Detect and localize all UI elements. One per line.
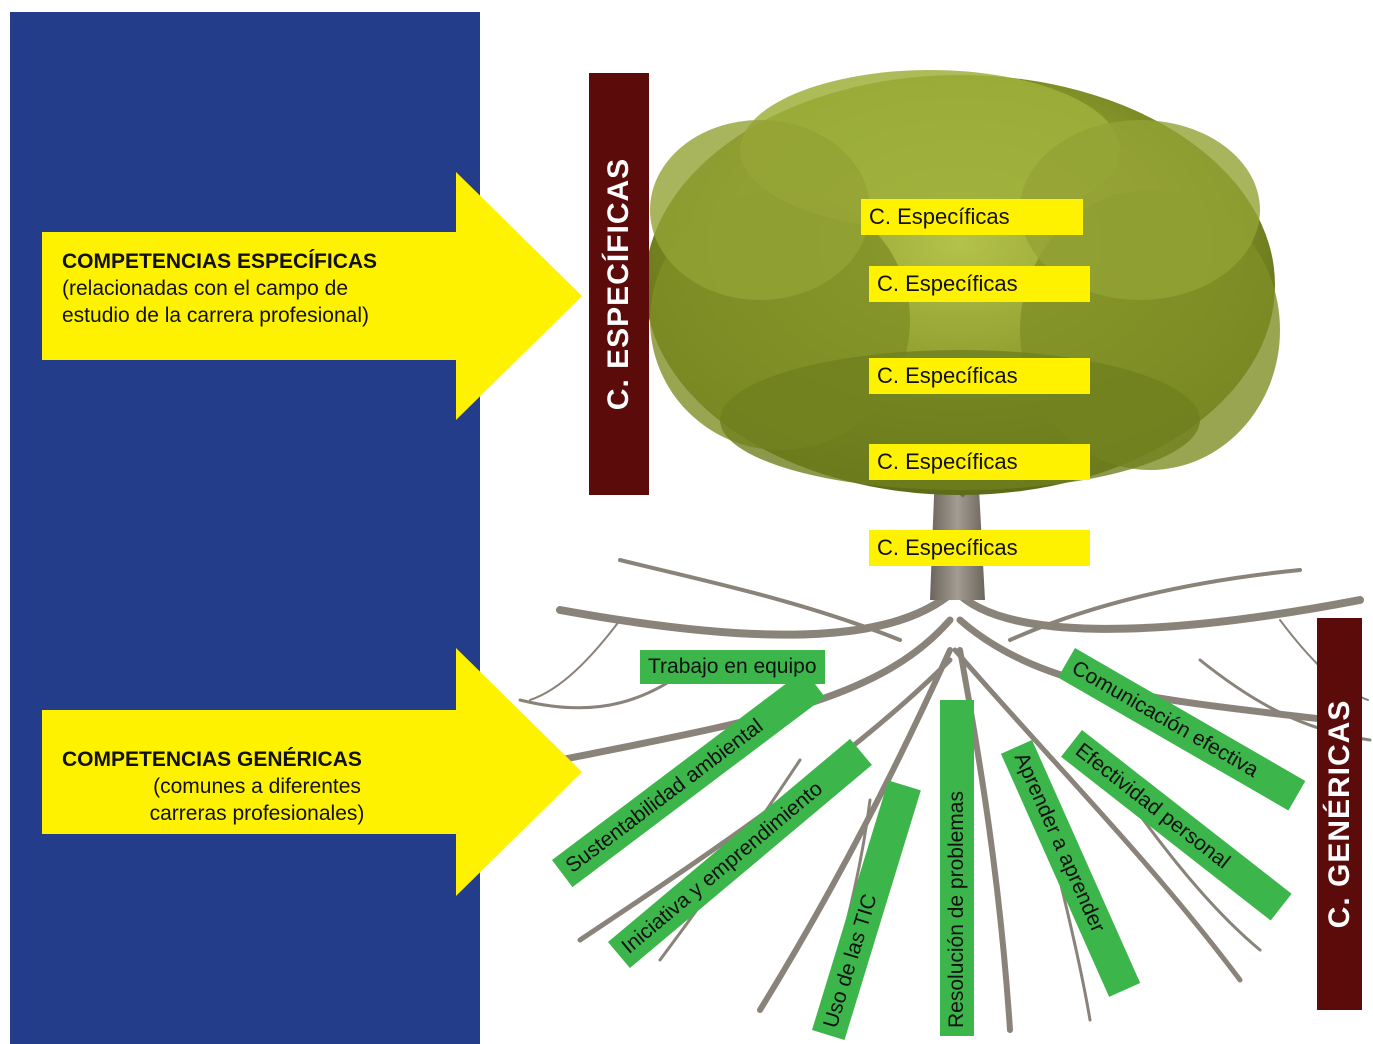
generic-bar-label: C. GENÉRICAS (1322, 699, 1356, 929)
generic-arrow-text: COMPETENCIAS GENÉRICAS (comunes a difere… (62, 746, 452, 827)
root-label-resolucion: Resolución de problemas (940, 700, 974, 1036)
generic-bar: C. GENÉRICAS (1317, 618, 1362, 1010)
specific-arrow (42, 172, 582, 420)
specific-arrow-text: COMPETENCIAS ESPECÍFICAS (relacionadas c… (62, 248, 377, 329)
crown-label: C. Específicas (869, 530, 1090, 566)
generic-arrow-title: COMPETENCIAS GENÉRICAS (62, 748, 362, 771)
generic-arrow (42, 648, 582, 896)
root-label-trabajo: Trabajo en equipo (640, 650, 825, 684)
crown-label: C. Específicas (869, 358, 1090, 394)
crown-label: C. Específicas (869, 444, 1090, 480)
blue-panel (10, 12, 480, 1044)
specific-bar: C. ESPECÍFICAS (589, 73, 649, 495)
crown-label: C. Específicas (869, 266, 1090, 302)
specific-arrow-line1: (relacionadas con el campo de (62, 277, 349, 300)
specific-arrow-title: COMPETENCIAS ESPECÍFICAS (62, 250, 378, 273)
specific-bar-label: C. ESPECÍFICAS (602, 157, 635, 411)
crown-label: C. Específicas (861, 199, 1083, 235)
generic-arrow-line1: (comunes a diferentes (153, 775, 361, 798)
generic-arrow-line2: carreras profesionales) (149, 802, 365, 825)
specific-arrow-line2: estudio de la carrera profesional) (62, 304, 370, 327)
